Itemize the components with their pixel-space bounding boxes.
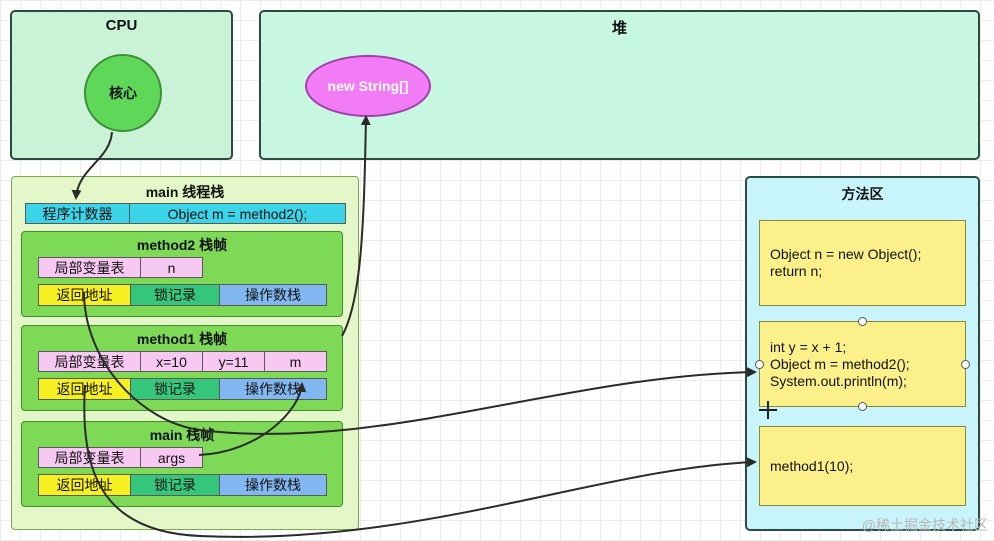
- code-line: method1(10);: [770, 457, 854, 474]
- arrow-method2-return-to-method1-code: [83, 291, 757, 435]
- cpu-core: 核心: [84, 54, 162, 132]
- lock-record: 锁记录: [130, 378, 220, 400]
- resize-handle-top[interactable]: [858, 317, 867, 326]
- locals-label: 局部变量表: [38, 257, 141, 278]
- pc-value: Object m = method2();: [129, 203, 346, 224]
- local-var: m: [264, 351, 327, 372]
- arrow-core-to-pc: [71, 131, 113, 200]
- operand-stack: 操作数栈: [219, 474, 327, 496]
- return-address: 返回地址: [38, 474, 131, 496]
- code-line: Object m = method2();: [770, 355, 910, 372]
- main-code-block: method1(10);: [759, 426, 966, 506]
- frame-title: method2 栈帧: [136, 237, 228, 253]
- thread-stack-panel: main 线程栈 程序计数器 Object m = method2(); met…: [11, 176, 359, 530]
- local-var: x=10: [140, 351, 203, 372]
- code-line: Object n = new Object();: [770, 246, 922, 262]
- cpu-title: CPU: [105, 17, 138, 34]
- stack-frame-method2: method2 栈帧 局部变量表 n 返回地址 锁记录 操作数栈: [21, 231, 343, 317]
- thread-stack-title: main 线程栈: [145, 184, 225, 200]
- operand-stack: 操作数栈: [219, 284, 327, 306]
- method-area-title: 方法区: [841, 186, 884, 202]
- local-var: n: [140, 257, 203, 278]
- arrow-args-to-heap: [198, 382, 307, 456]
- method1-code-block[interactable]: int y = x + 1; Object m = method2(); Sys…: [755, 317, 970, 411]
- watermark: @稀土掘金技术社区: [861, 517, 988, 533]
- local-var: y=11: [202, 351, 265, 372]
- resize-handle-left[interactable]: [755, 360, 764, 369]
- heap-title: 堆: [611, 20, 627, 37]
- arrow-m-to-heap-object: [341, 115, 371, 337]
- arrow-method1-return-to-main-code: [83, 384, 757, 538]
- method-area-panel: 方法区 Object n = new Object(); return n; i…: [745, 176, 980, 531]
- stack-frame-main: main 栈帧 局部变量表 args 返回地址 锁记录 操作数栈: [21, 421, 343, 507]
- local-var: args: [140, 447, 203, 468]
- frame-title: method1 栈帧: [136, 331, 228, 347]
- pc-label: 程序计数器: [25, 203, 130, 224]
- heap-panel: 堆 new String[]: [259, 10, 980, 160]
- resize-handle-right[interactable]: [961, 360, 970, 369]
- code-line: System.out.println(m);: [770, 372, 907, 389]
- stack-frame-method1: method1 栈帧 局部变量表 x=10 y=11 m 返回地址 锁记录 操作…: [21, 325, 343, 411]
- heap-object-label: new String[]: [327, 78, 409, 94]
- code-line: return n;: [770, 263, 823, 279]
- cpu-core-label: 核心: [109, 85, 137, 101]
- method2-code-block: Object n = new Object(); return n;: [759, 220, 966, 306]
- frame-title: main 栈帧: [149, 427, 215, 443]
- code-line: int y = x + 1;: [770, 338, 847, 355]
- crosshair-cursor: [759, 401, 777, 419]
- cpu-panel: CPU 核心: [10, 10, 233, 160]
- resize-handle-bottom[interactable]: [858, 402, 867, 411]
